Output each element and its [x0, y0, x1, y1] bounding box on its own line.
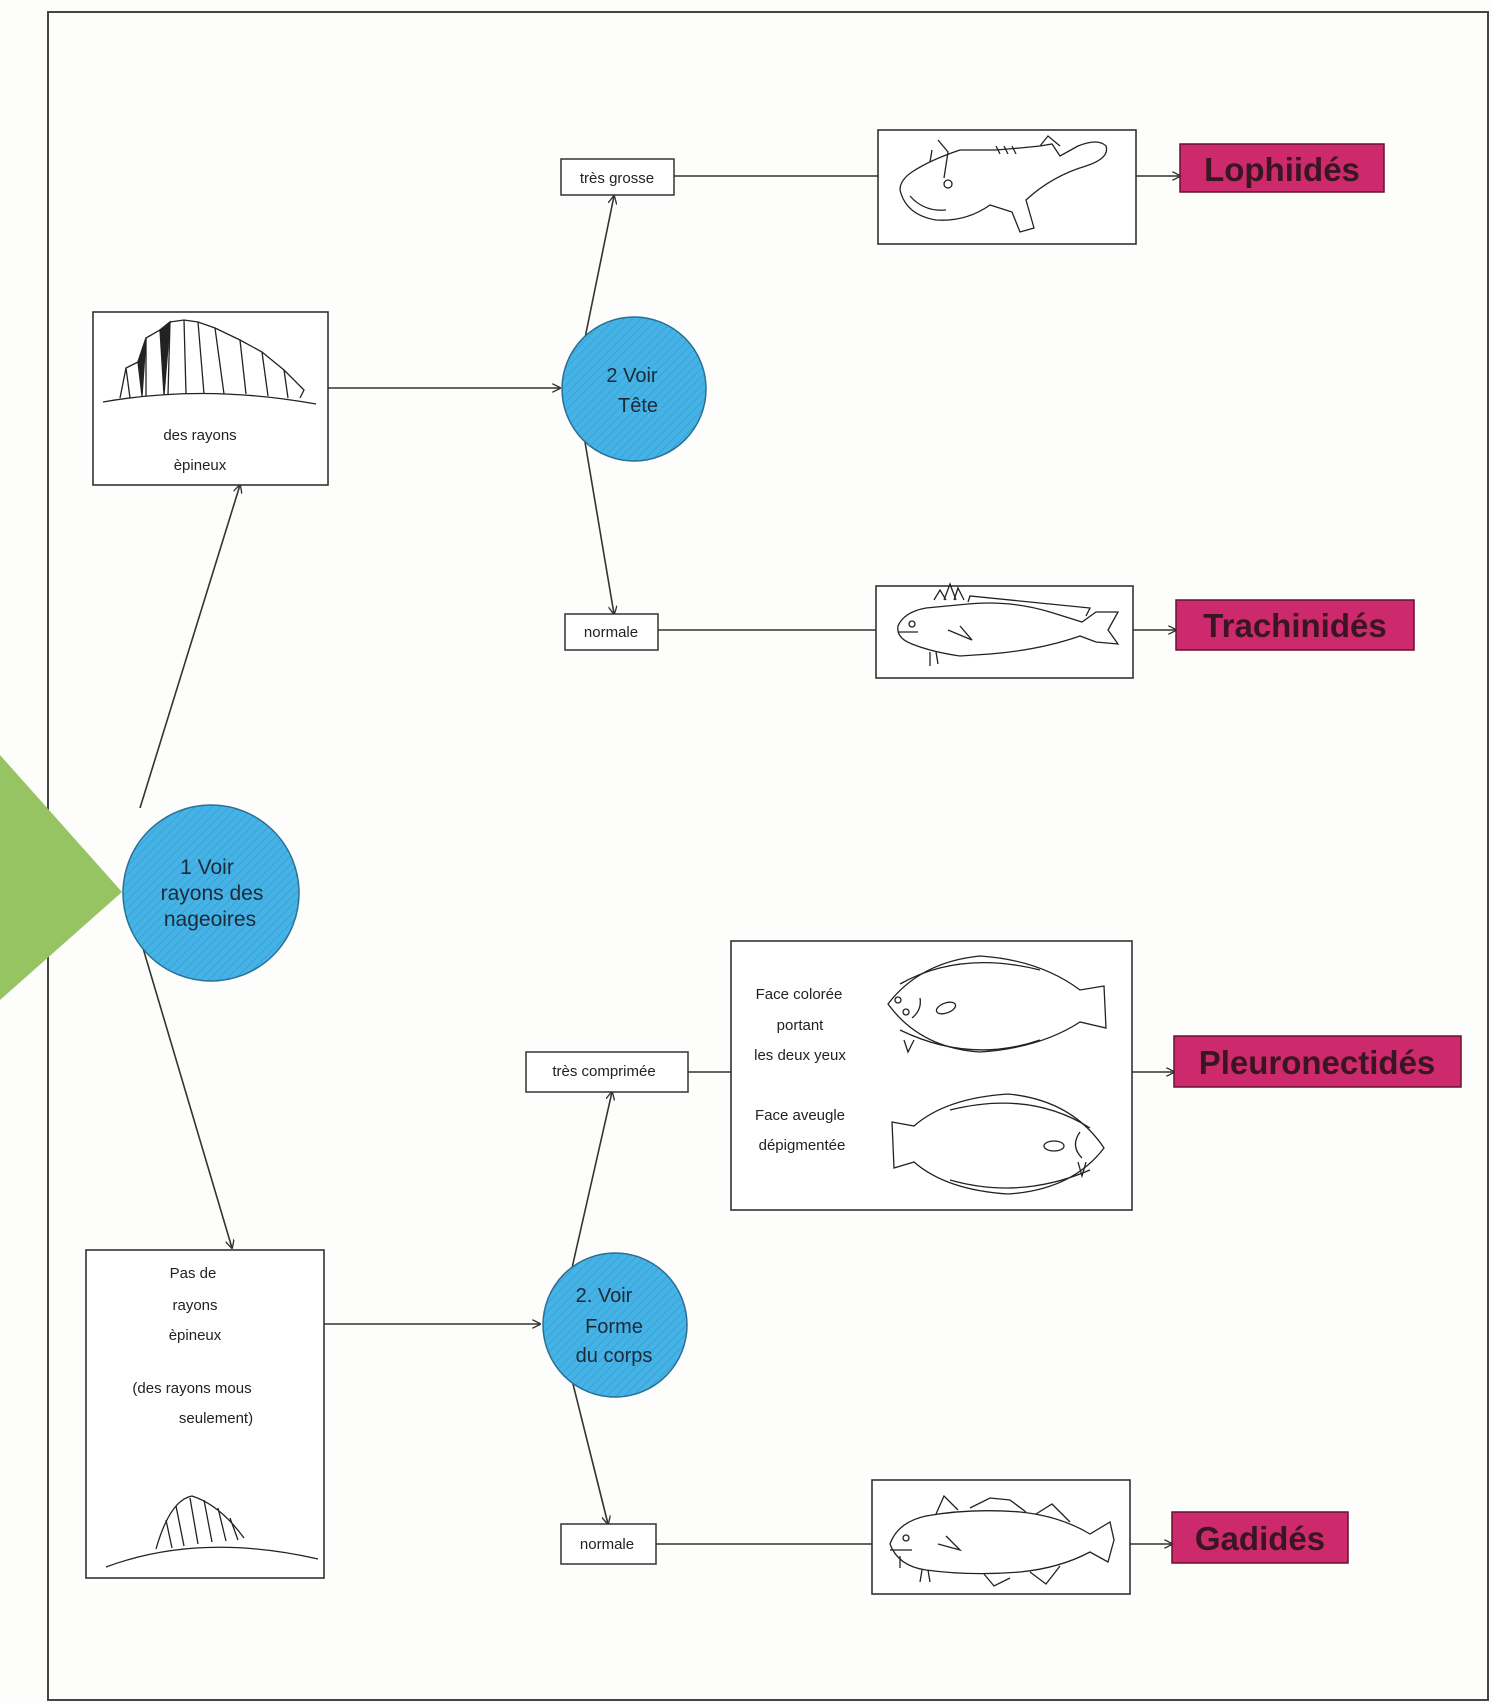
option-body-compressed: très comprimée [525, 1051, 689, 1093]
head-node-line1: 2 Voir [606, 365, 657, 387]
flatfish-blind-line2: dépigmentée [759, 1137, 846, 1154]
body-node-line2: Forme [585, 1316, 643, 1338]
family-lophiides-label: Lophiidés [1204, 151, 1360, 188]
option-body-normal-label: normale [580, 1536, 634, 1553]
option-head-large-label: très grosse [580, 170, 654, 187]
head-node-line2: Tête [618, 395, 658, 417]
family-gadides-label: Gadidés [1195, 1520, 1325, 1557]
soft-fin-illustration [105, 1495, 319, 1568]
family-lophiides: Lophiidés [1179, 143, 1385, 193]
connector-body-normal [571, 1379, 608, 1524]
flatfish-colored-line3: les deux yeux [754, 1047, 846, 1064]
body-node-line3: du corps [576, 1345, 653, 1367]
start-node-line2: rayons des [161, 882, 264, 905]
connector-start-soft [139, 937, 232, 1248]
start-node-line1: 1 Voir [180, 856, 234, 879]
spiny-rays-box: des rayons èpineux [92, 311, 329, 486]
body-node-line1: 2. Voir [576, 1285, 633, 1307]
option-head-normal-label: normale [584, 624, 638, 641]
spiny-box-line2: èpineux [174, 457, 227, 474]
flatfish-blind-side-icon [891, 1093, 1105, 1195]
spiny-fin-illustration [102, 319, 317, 405]
anglerfish-icon [899, 135, 1108, 233]
flatfish-colored-line1: Face colorée [756, 986, 843, 1003]
option-body-normal: normale [560, 1523, 657, 1565]
family-trachinides: Trachinidés [1175, 599, 1415, 651]
family-pleuronectides: Pleuronectidés [1173, 1035, 1462, 1088]
start-node-line3: nageoires [164, 908, 256, 931]
entry-arrow-icon [0, 755, 122, 1000]
head-question-node: 2 Voir Tête [561, 316, 707, 462]
anglerfish-box [877, 129, 1137, 245]
body-question-node: 2. Voir Forme du corps [542, 1252, 688, 1398]
cod-box [871, 1479, 1131, 1595]
flatfish-blind-line1: Face aveugle [755, 1107, 845, 1124]
connector-body-compressed [571, 1092, 612, 1269]
option-body-compressed-label: très comprimée [552, 1063, 655, 1080]
option-head-normal: normale [564, 613, 659, 651]
soft-rays-box: Pas de rayons èpineux (des rayons mous s… [85, 1249, 325, 1579]
cod-icon [889, 1494, 1115, 1587]
start-node: 1 Voir rayons des nageoires [122, 804, 300, 982]
family-pleuronectides-label: Pleuronectidés [1199, 1044, 1436, 1081]
soft-box-line3: èpineux [169, 1327, 222, 1344]
spiny-box-line1: des rayons [163, 427, 236, 444]
family-gadides: Gadidés [1171, 1511, 1349, 1564]
soft-box-line4: (des rayons mous [132, 1380, 251, 1397]
soft-box-line5: seulement) [179, 1410, 253, 1427]
weever-box [875, 582, 1134, 679]
connector-head-large [584, 196, 614, 339]
connector-start-spiny [139, 485, 240, 809]
weever-icon [897, 582, 1120, 666]
flatfish-colored-line2: portant [777, 1017, 825, 1034]
flatfish-colored-side-icon [887, 955, 1107, 1054]
soft-box-line2: rayons [172, 1297, 217, 1314]
option-head-large: très grosse [560, 158, 675, 196]
flatfish-box: Face colorée portant les deux yeux Face … [730, 940, 1133, 1211]
connector-head-normal [584, 441, 614, 614]
family-trachinides-label: Trachinidés [1203, 607, 1386, 644]
soft-box-line1: Pas de [170, 1265, 217, 1282]
